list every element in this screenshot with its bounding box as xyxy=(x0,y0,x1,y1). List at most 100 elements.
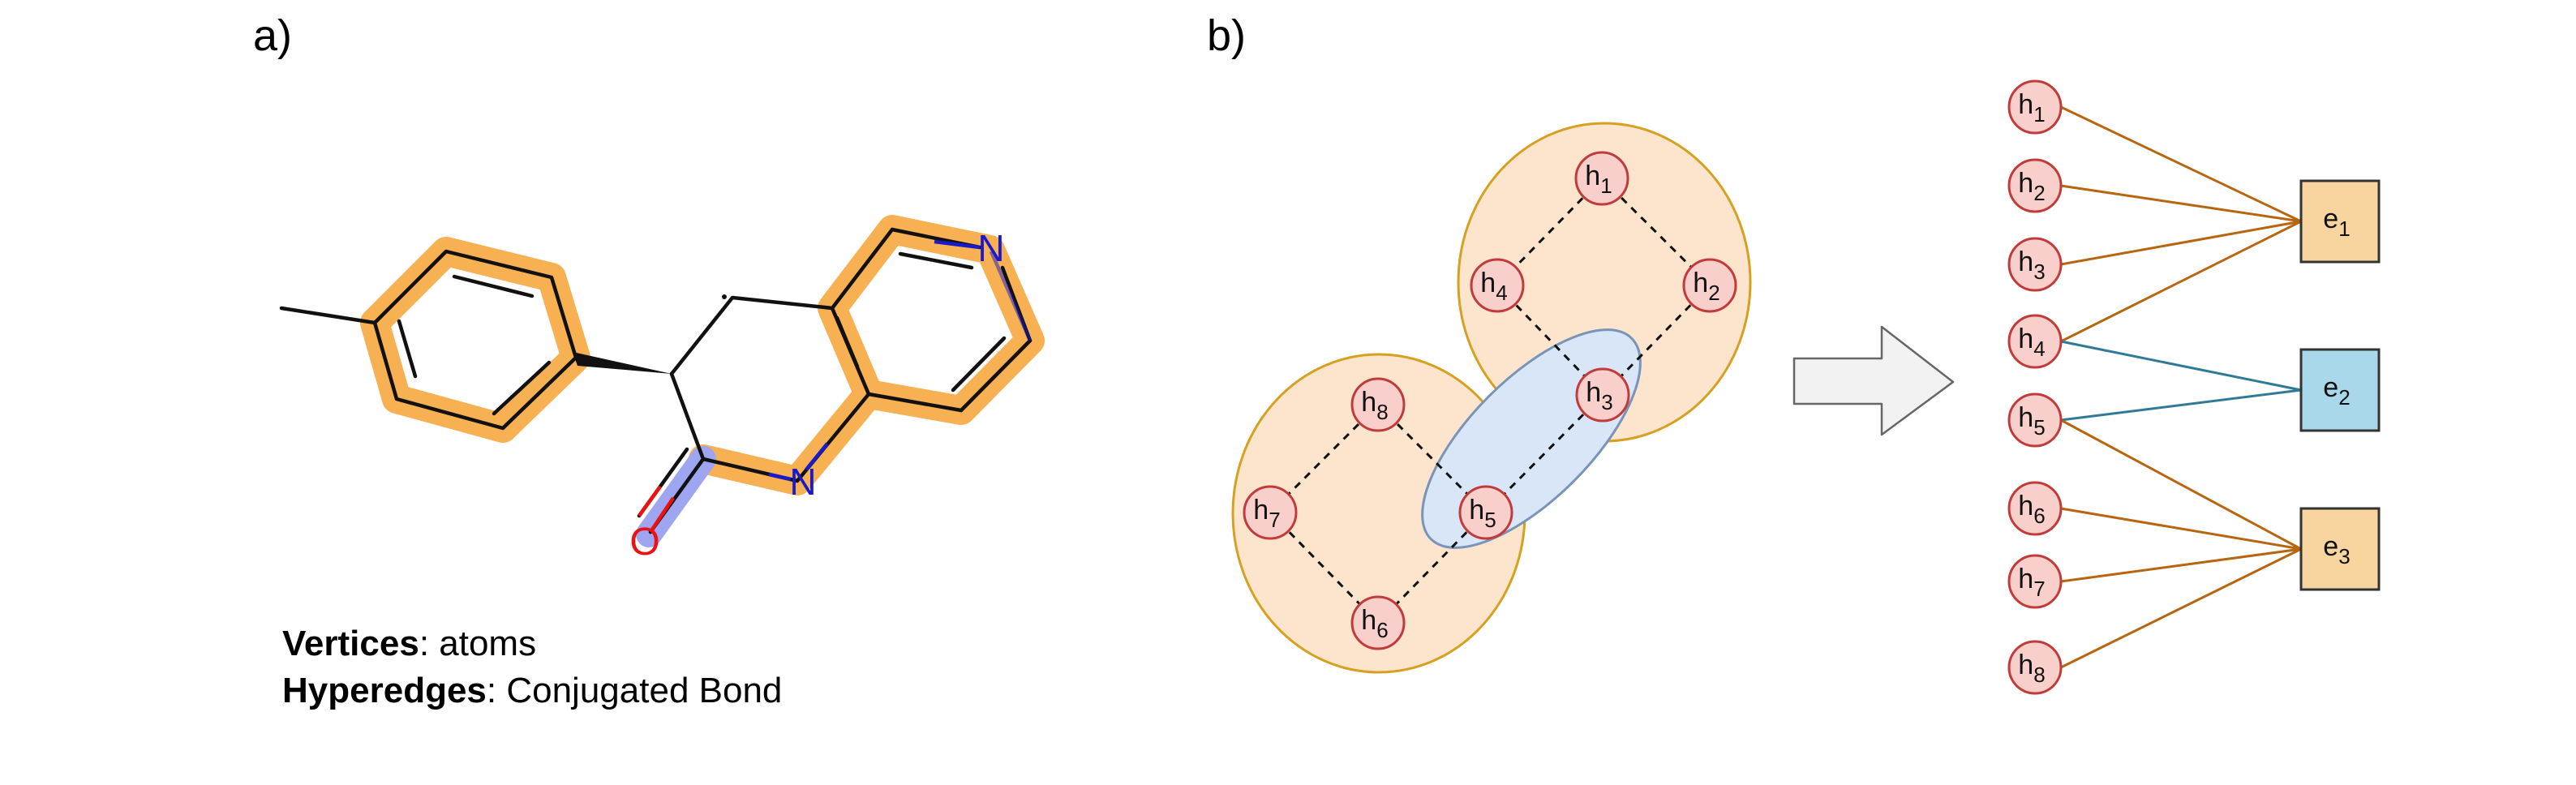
bipartite-node-h8-label: h8 xyxy=(2018,650,2045,687)
hypergraph-node-h8-circle xyxy=(1350,377,1406,432)
hypergraph-node-h8-label: h8 xyxy=(1361,387,1388,424)
incidence-edge-h4-e2 xyxy=(2060,340,2302,392)
atom-label-nitrogen-amide: N xyxy=(789,461,816,503)
hypergraph-node-h1-label-subscript: 1 xyxy=(1600,174,1612,198)
bipartite-node-h3-label: h3 xyxy=(2018,247,2045,284)
bipartite-node-h1-label-subscript: 1 xyxy=(2033,102,2045,127)
bipartite-node-h2: h2 xyxy=(2007,158,2063,213)
hyperedge-node-e3-box xyxy=(2299,507,2381,591)
hyperedge-node-e2-box xyxy=(2299,348,2381,432)
hypergraph-node-h4-label-base: h xyxy=(1480,268,1496,298)
hypergraph-node-h1-circle xyxy=(1574,151,1629,206)
hypergraph-node-h5-label-base: h xyxy=(1469,495,1484,525)
hyperedge-node-e1-label-base: e xyxy=(2323,204,2338,234)
incidence-edge-h6-e3 xyxy=(2060,507,2302,551)
hypergraph-node-h8-label-base: h xyxy=(1361,387,1376,418)
hypergraph-node-h7-circle xyxy=(1243,485,1298,540)
bipartite-edge-layer xyxy=(2060,105,2302,669)
hyperedge-node-e3: e3 xyxy=(2299,507,2381,591)
bipartite-node-h4: h4 xyxy=(2007,314,2063,369)
panel-b-label: b) xyxy=(1207,11,1246,60)
hyperedge-node-e2: e2 xyxy=(2299,348,2381,432)
bipartite-node-h6: h6 xyxy=(2007,481,2063,536)
incidence-edge-h7-e3 xyxy=(2060,547,2302,583)
bipartite-node-h4-label-subscript: 4 xyxy=(2033,337,2045,361)
hypergraph-node-h8: h8 xyxy=(1350,377,1406,432)
hypergraph-node-h1-label: h1 xyxy=(1585,161,1612,198)
bipartite-node-h6-circle xyxy=(2007,481,2063,536)
hypergraph-node-h6-label-subscript: 6 xyxy=(1376,618,1388,642)
hypergraph-node-h5-circle xyxy=(1458,485,1513,540)
bipartite-node-h5: h5 xyxy=(2007,392,2063,448)
atom-label-oxygen: O xyxy=(629,521,659,564)
hypergraph-node-h4: h4 xyxy=(1470,258,1525,313)
panel-a: a) xyxy=(253,11,1045,710)
hypergraph-node-h3-label-base: h xyxy=(1586,377,1601,408)
hyperedge-node-e1-label-subscript: 1 xyxy=(2338,217,2350,241)
hyperedge-node-e2-label-base: e xyxy=(2323,372,2338,403)
bipartite-node-h5-circle xyxy=(2007,392,2063,448)
hypergraph-node-h3-circle xyxy=(1575,367,1630,423)
stereo-wedge xyxy=(573,352,672,374)
bipartite-node-h6-label: h6 xyxy=(2018,491,2045,528)
hypergraph-node-h2-label: h2 xyxy=(1693,268,1719,305)
bipartite-node-h6-label-base: h xyxy=(2018,491,2033,521)
hypergraph-node-h3-label: h3 xyxy=(1586,377,1612,414)
incidence-edge-h3-e1 xyxy=(2060,220,2302,266)
hypergraph-node-h3: h3 xyxy=(1575,367,1630,423)
hypergraph-node-h7-label-base: h xyxy=(1253,495,1269,525)
legend-vertices-desc: : atoms xyxy=(419,624,536,663)
hypergraph-node-h7: h7 xyxy=(1243,485,1298,540)
bipartite-node-h1-label-base: h xyxy=(2018,89,2033,120)
bipartite-node-h1: h1 xyxy=(2007,79,2063,135)
hypergraph-node-h6-label-base: h xyxy=(1361,605,1376,636)
bipartite-node-h8-label-base: h xyxy=(2018,650,2033,680)
hypergraph-node-h5-label-subscript: 5 xyxy=(1484,508,1496,532)
hypergraph-node-h2-label-base: h xyxy=(1693,268,1708,298)
bipartite-node-h7: h7 xyxy=(2007,554,2063,609)
hypergraph-node-h4-label-subscript: 4 xyxy=(1496,281,1507,305)
bipartite-node-h2-label-subscript: 2 xyxy=(2033,181,2045,205)
bipartite-node-h7-label-subscript: 7 xyxy=(2033,577,2045,601)
bipartite-node-h4-label-base: h xyxy=(2018,324,2033,354)
bipartite-node-h3-circle xyxy=(2007,237,2063,292)
bipartite-node-h5-label: h5 xyxy=(2018,402,2045,440)
incidence-edge-h5-e3 xyxy=(2060,418,2302,551)
hyperedge-node-e1-box xyxy=(2299,179,2381,264)
bipartite-node-h1-circle xyxy=(2007,79,2063,135)
bipartite-node-h5-label-base: h xyxy=(2018,402,2033,433)
hypergraph-node-h1-label-base: h xyxy=(1585,161,1600,191)
hypergraph-node-h7-label: h7 xyxy=(1253,495,1280,532)
bipartite-node-h8-label-subscript: 8 xyxy=(2033,663,2045,687)
incidence-edge-h8-e3 xyxy=(2060,547,2302,669)
dot-marker xyxy=(722,294,727,299)
bipartite-node-h5-label-subscript: 5 xyxy=(2033,415,2045,440)
hyperedge-node-e2-label: e2 xyxy=(2323,372,2350,410)
hyperedge-node-e3-label: e3 xyxy=(2323,531,2350,568)
bipartite-node-h2-label-base: h xyxy=(2018,168,2033,199)
incidence-edge-h1-e1 xyxy=(2060,105,2302,223)
hypergraph-node-h3-label-subscript: 3 xyxy=(1601,390,1612,414)
hypergraph-node-h2-label-subscript: 2 xyxy=(1708,281,1719,305)
bipartite-node-h7-label-base: h xyxy=(2018,564,2033,594)
bipartite-node-h1-label: h1 xyxy=(2018,89,2045,127)
bipartite-node-h3-label-base: h xyxy=(2018,247,2033,277)
bipartite-node-h4-label: h4 xyxy=(2018,324,2045,361)
hyperedge-node-e1: e1 xyxy=(2299,179,2381,264)
bipartite-node-h4-circle xyxy=(2007,314,2063,369)
hypergraph-node-h6: h6 xyxy=(1350,595,1406,650)
hyperedge-node-e1-label: e1 xyxy=(2323,204,2350,241)
bipartite-node-h3-label-subscript: 3 xyxy=(2033,260,2045,284)
hypergraph-node-h2-circle xyxy=(1682,258,1737,313)
incidence-edge-h4-e1 xyxy=(2060,220,2302,343)
hyperedge-node-e3-label-subscript: 3 xyxy=(2338,544,2350,568)
hypergraph-node-h5-label: h5 xyxy=(1469,495,1496,532)
incidence-edge-h5-e2 xyxy=(2060,388,2302,422)
atom-label-nitrogen-pyridine: N xyxy=(977,227,1004,269)
legend-vertices: Vertices: atoms xyxy=(282,624,536,663)
